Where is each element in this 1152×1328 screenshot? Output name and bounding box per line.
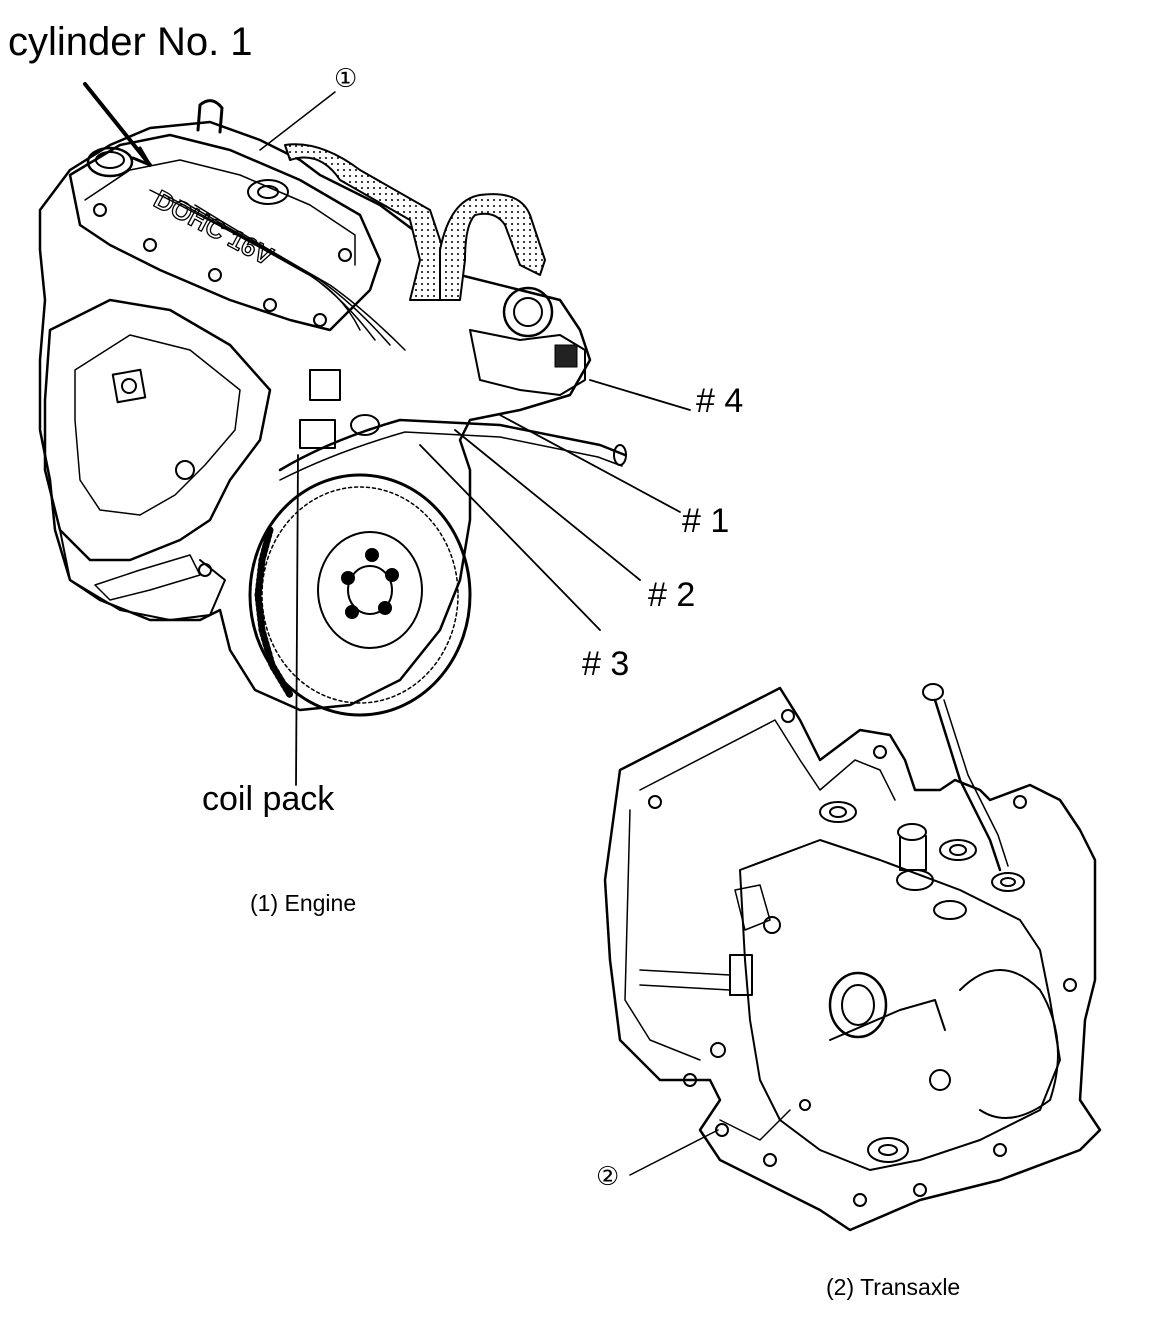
engine-illustration: DOHC 16V	[38, 82, 627, 717]
engine-caption: (1) Engine	[250, 890, 357, 916]
transaxle-caption: (2) Transaxle	[826, 1274, 961, 1300]
callout-1: ①	[334, 64, 358, 94]
coil-pack-label: coil pack	[202, 780, 335, 818]
transaxle-illustration	[603, 683, 1102, 1232]
cylinder-no1-label: cylinder No. 1	[8, 20, 253, 64]
cylinder-3-label: # 3	[582, 645, 630, 683]
callout-2: ②	[596, 1162, 620, 1192]
cylinder-4-label: # 4	[696, 382, 744, 420]
cylinder-2-label: # 2	[648, 576, 696, 614]
cylinder-1-label: # 1	[682, 502, 730, 540]
cylinder-leader-lines	[295, 379, 691, 786]
